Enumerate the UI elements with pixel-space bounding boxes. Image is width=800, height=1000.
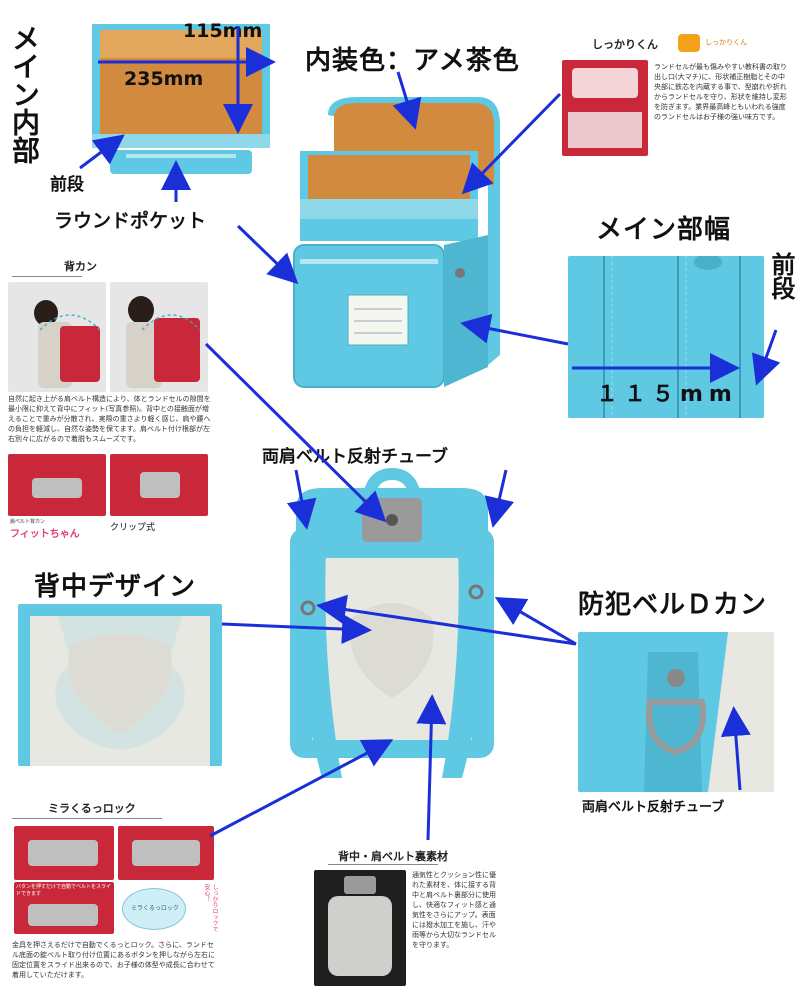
material-title: 背中・肩ベルト裏素材	[338, 850, 448, 863]
width-measure: 235mm	[124, 68, 204, 90]
sekan-title: 背カン	[64, 260, 97, 273]
bag-front-photo	[288, 95, 508, 395]
shikkari-logo: しっかりくん	[678, 32, 758, 54]
lock-badge: ミラくるっロック	[122, 888, 186, 930]
lock-photo-note: バタンを押すだけで自動でベルトをスライドできます	[16, 884, 112, 897]
shikkari-logo-text: しっかりくん	[705, 38, 748, 47]
dring-label: 防犯ベルＤカン	[578, 590, 768, 620]
material-arrow	[416, 694, 447, 841]
lining-color-label: 内装色：アメ茶色	[305, 46, 520, 76]
material-photo	[314, 870, 406, 986]
shikkari-section: しっかりくん しっかりくん ランドセルが最も傷みやすい教科書の取り出し口(大マチ…	[560, 30, 796, 160]
front-section-arrow-right	[752, 329, 781, 386]
shoulder-reflect-label-top: 両肩ベルト反射チューブ	[262, 447, 448, 467]
reflect-arrow-right	[484, 469, 515, 528]
dring-photo	[578, 632, 774, 792]
lock-photo-3: バタンを押すだけで自動でベルトをスライドできます	[14, 882, 114, 934]
main-inside-label: メイン内部	[8, 24, 41, 164]
shikkari-description: ランドセルが最も傷みやすい教科書の取り出し口(大マチ)に、形状補正樹脂とその中央…	[654, 63, 787, 121]
lining-arrow	[392, 71, 422, 130]
material-description: 通気性とクッション性に優れた素材を、体に接する背中と肩ベルト裏部分に使用し、快適…	[412, 871, 496, 949]
lock-description: 金具を押さえるだけで自動でくるっとロック。さらに、ランドセル底面の錠ベルト取り付…	[12, 941, 215, 979]
lock-title: ミラくるっロック	[48, 802, 136, 815]
sekan-clip-photo-right	[110, 454, 208, 516]
front-width-measure: １１５mm	[596, 382, 738, 407]
dring-arrow-right	[494, 596, 577, 646]
front-section-label-top: 前段	[50, 175, 84, 195]
dring-arrow-left	[316, 594, 577, 646]
sekan-section: 背カン 自然に起き上がる肩ベルト構造により、体とランドセルの隙間を最小限に抑えて…	[6, 258, 218, 540]
shikkari-title: しっかりくん	[592, 38, 658, 51]
lock-photo-2	[118, 826, 214, 880]
depth-measure: 115mm	[183, 20, 263, 42]
lock-photo-1	[14, 826, 114, 880]
lock-arrow	[209, 739, 394, 838]
lock-section: ミラくるっロック バタンを押すだけで自動でベルトをスライドできます ミラくるっロ…	[12, 796, 224, 992]
sekan-photo-girl-right	[110, 282, 208, 392]
round-pocket-label: ラウンドポケット	[54, 210, 207, 232]
front-section-label-right: 前段	[767, 252, 795, 300]
main-width-label: メイン部幅	[596, 215, 732, 245]
lock-side-note: しっかりロックで安心！	[203, 884, 218, 932]
reflect-arrow-bottom	[720, 706, 751, 791]
front-section-arrow-top	[79, 134, 125, 170]
back-design-label: 背中デザイン	[34, 572, 197, 602]
material-section: 背中・肩ベルト裏素材 通気性とクッション性に優れた素材を、体に接する背中と肩ベル…	[312, 844, 502, 992]
fit-chan-logo: 肩ベルト背カン フィットちゃん	[10, 518, 80, 540]
sekan-photo-girl-left	[8, 282, 106, 392]
fit-chan-logo-text: フィットちゃん	[10, 529, 80, 540]
round-pocket-arrow-bag	[236, 224, 299, 285]
material-title-underline	[328, 864, 438, 865]
shikkari-photo	[562, 60, 648, 156]
main-width-arrow	[460, 313, 569, 346]
main-width-photo	[568, 256, 764, 418]
clip-label: クリップ式	[110, 523, 156, 533]
shikkari-logo-badge-icon	[678, 33, 700, 52]
interior-photo	[86, 22, 276, 182]
shoulder-reflect-label-bottom: 両肩ベルト反射チューブ	[582, 800, 725, 815]
back-design-arrow	[221, 614, 372, 644]
sekan-clip-photo-left	[8, 454, 106, 516]
fit-chan-logo-sub: 肩ベルト背カン	[10, 519, 46, 525]
reflect-arrow-left	[286, 469, 317, 530]
lock-title-underline	[12, 818, 162, 819]
shikkari-arrow	[461, 92, 562, 195]
sekan-description: 自然に起き上がる肩ベルト構造により、体とランドセルの隙間を最小限に抑えて背中にフ…	[8, 395, 211, 443]
lock-badge-text: ミラくるっロック	[131, 905, 179, 912]
sekan-arrow	[204, 342, 387, 523]
back-design-photo	[18, 604, 222, 766]
sekan-title-underline	[12, 276, 82, 277]
